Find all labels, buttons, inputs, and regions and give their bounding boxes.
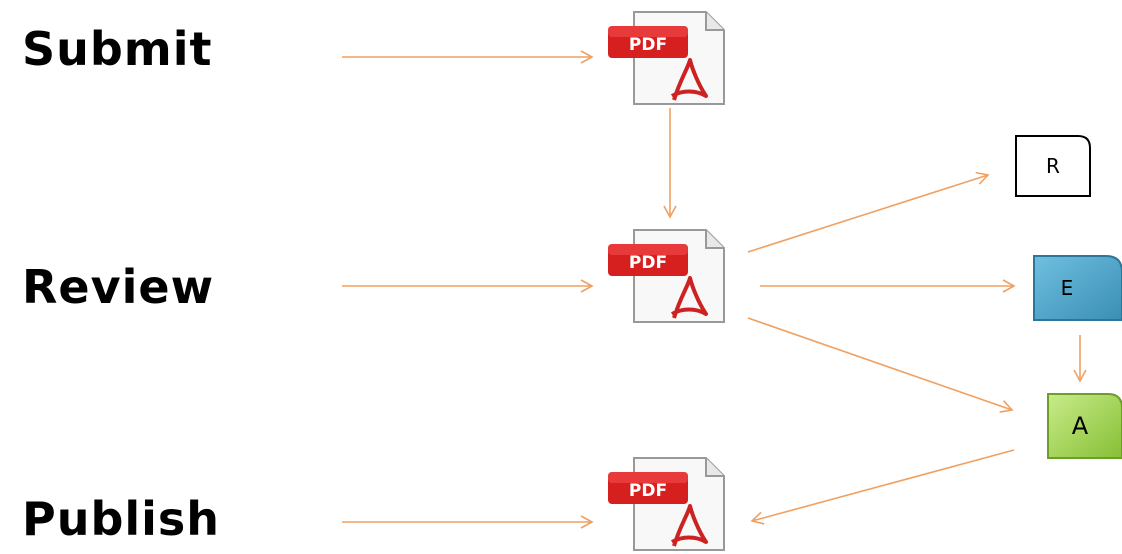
role-r: R — [1016, 136, 1090, 196]
pdf-badge-label: PDF — [629, 253, 667, 273]
role-r-label: R — [1046, 154, 1060, 178]
arrow-doc-to-a — [747, 317, 1014, 413]
role-a: A — [1048, 394, 1122, 458]
role-box-e — [1033, 255, 1122, 321]
role-box-r — [1015, 135, 1091, 197]
pdf-file-icon: PDF — [608, 11, 725, 105]
role-e-label: E — [1060, 276, 1074, 300]
arrow-doc-to-r — [747, 171, 990, 253]
role-box-a — [1047, 393, 1122, 459]
pdf-badge-label: PDF — [629, 481, 667, 501]
role-a-label: A — [1071, 412, 1089, 440]
stage-label-review: Review — [22, 260, 215, 314]
stage-label-publish: Publish — [22, 492, 221, 546]
role-e: E — [1034, 256, 1122, 320]
pdf-file-icon: PDF — [608, 457, 725, 551]
pdf-file-icon: PDF — [608, 229, 725, 323]
arrow-a-to-publish-doc — [750, 449, 1015, 525]
pdf-badge-label: PDF — [629, 35, 667, 55]
stage-label-submit: Submit — [22, 22, 213, 76]
